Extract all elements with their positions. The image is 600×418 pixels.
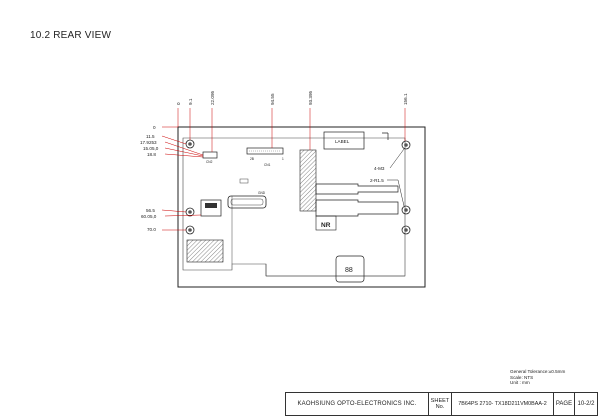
dim-left-3: 15.05,0 [143,146,159,151]
tray-mark: 88 [345,267,353,274]
gnd-label: GND [258,191,266,195]
callout-holes-leader [389,148,405,169]
dim-top-1: 9.1 [188,98,193,105]
dim-top-2: 22.095 [210,91,215,105]
note-scale: Scale: NTS [510,374,534,380]
left-dimension-texts: 0 11.5 17.9253 15.05,0 18.8 56.5 60.05,0… [140,125,159,232]
label-box [323,131,365,150]
dim-left-0: 0 [153,125,156,130]
general-notes: General Tolerance:±0.5mm Scale: NTS Unit… [510,369,565,386]
page-number: 10-2/2 [577,401,595,407]
connector-cn1-label: CN1 [264,163,271,167]
company-name: KAOHSIUNG OPTO-ELECTRONICS INC. [286,393,429,415]
pin-label-1: 1 [282,157,284,161]
pin-label-2b: 2B [250,157,254,161]
nr-marking-text: NR [321,222,331,229]
page-title: 10.2 REAR VIEW [30,30,112,41]
bottom-tray [335,255,365,283]
dim-top-5: 156.1 [403,93,408,105]
title-block: KAOHSIUNG OPTO-ELECTRONICS INC. SHEET No… [285,392,598,416]
connector-cn2-label: CN2 [206,160,213,164]
dim-left-7: 70.0 [147,227,156,232]
hole-bottom-right [401,225,411,235]
dim-left-2: 17.9253 [140,140,157,145]
note-unit: Unit : mm [510,380,530,386]
module-outline [177,126,426,288]
nr-marking [315,215,337,231]
callout-holes-text: 4-M3 [374,166,385,171]
component-block [239,178,249,184]
top-dimension-lines [177,108,406,152]
drawing-number: 7B64PS 2710- TX18D211VM0BAA-2 [452,393,554,415]
dim-left-1: 11.5 [146,134,155,139]
hatched-region-right [299,149,317,212]
cable-connector [227,195,267,209]
left-dimension-lines [161,126,204,231]
connector-cn2 [202,151,218,159]
page-label: PAGE [554,393,575,415]
dim-left-4: 18.8 [147,152,156,157]
dim-top-4: 93.395 [308,91,313,105]
connector-cn1 [246,147,284,155]
hole-top-right [401,140,411,150]
sheet-label: SHEET No. [429,393,452,415]
callout-radius-text: 2-R1.5 [370,178,384,183]
corner-bracket [382,132,389,140]
dim-left-5: 56.5 [146,208,155,213]
dim-left-6: 60.05,0 [141,214,157,219]
cable-tab [200,199,222,217]
top-dimension-texts: 0 9.1 22.095 94.55 93.395 156.1 [176,91,408,105]
sheet-label-line1: SHEET [430,398,450,404]
mounting-holes [185,139,411,235]
note-tolerance: General Tolerance:±0.5mm [510,369,566,374]
inner-frame-line [231,196,405,277]
hatched-region-left [186,239,224,263]
fpc-cable [315,183,399,195]
hole-mid-right [401,205,411,215]
dim-top-3: 94.55 [270,93,275,105]
callout-radius-leader [387,179,405,207]
sheet-label-line2: No. [435,404,445,410]
label-box-text: LABEL [335,139,350,144]
dim-top-0: 0 [176,102,181,105]
